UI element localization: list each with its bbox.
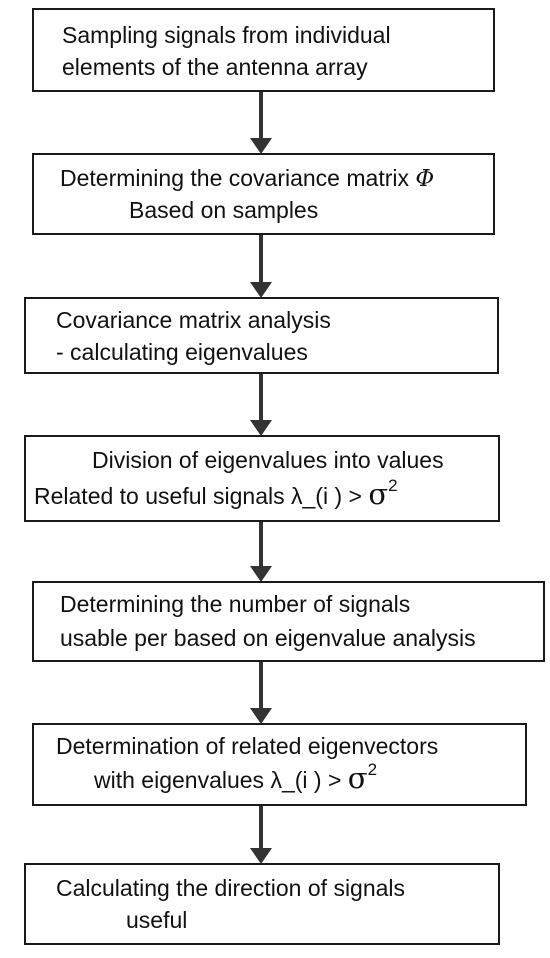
step-5-line-1: Determining the number of signals	[60, 591, 411, 617]
step-3-line-1: Covariance matrix analysis	[56, 307, 331, 333]
arrow-head-6	[250, 848, 272, 864]
sigma-symbol: σ	[347, 761, 368, 795]
sigma-exponent: 2	[367, 760, 378, 779]
sigma-symbol: σ	[368, 477, 389, 511]
step-4-line-2: Related to useful signals λ_(i ) > σ2	[34, 476, 398, 514]
step-6-line-1: Determination of related eigenvectors	[56, 733, 439, 759]
arrow-head-2	[250, 282, 272, 298]
step-1-line-2: elements of the antenna array	[62, 54, 368, 80]
step-4-box: Division of eigenvalues into values Rela…	[24, 435, 500, 522]
step-4-line-2-text: Related to useful signals λ_(i ) >	[34, 483, 369, 509]
sigma-exponent: 2	[388, 476, 398, 495]
step-1-line-1: Sampling signals from individual	[62, 22, 391, 48]
step-2-box: Determining the covariance matrix Φ Base…	[32, 153, 495, 235]
phi-symbol: Φ	[415, 166, 435, 192]
step-5-line-2: usable per based on eigenvalue analysis	[60, 625, 476, 651]
step-3-box: Covariance matrix analysis - calculating…	[24, 297, 499, 374]
step-6-line-2-text: with eigenvalues λ_(i ) >	[94, 767, 348, 793]
step-7-line-1: Calculating the direction of signals	[56, 875, 406, 901]
step-6-box: Determination of related eigenvectors wi…	[32, 723, 527, 806]
step-4-line-1: Division of eigenvalues into values	[92, 447, 444, 473]
arrow-head-1	[250, 138, 272, 154]
arrow-head-3	[250, 420, 272, 436]
step-3-line-2: - calculating eigenvalues	[56, 339, 308, 365]
arrow-head-4	[250, 566, 272, 582]
step-2-line-1: Determining the covariance matrix Φ	[60, 163, 434, 194]
step-6-line-2: with eigenvalues λ_(i ) > σ2	[94, 760, 378, 798]
step-7-line-2: useful	[126, 907, 188, 933]
step-2-line-2: Based on samples	[129, 197, 319, 223]
step-2-line-1-text: Determining the covariance matrix	[60, 165, 416, 191]
arrow-head-5	[250, 708, 272, 724]
step-5-box: Determining the number of signals usable…	[32, 581, 545, 662]
step-1-box: Sampling signals from individual element…	[32, 8, 495, 92]
step-7-box: Calculating the direction of signals use…	[24, 863, 500, 945]
